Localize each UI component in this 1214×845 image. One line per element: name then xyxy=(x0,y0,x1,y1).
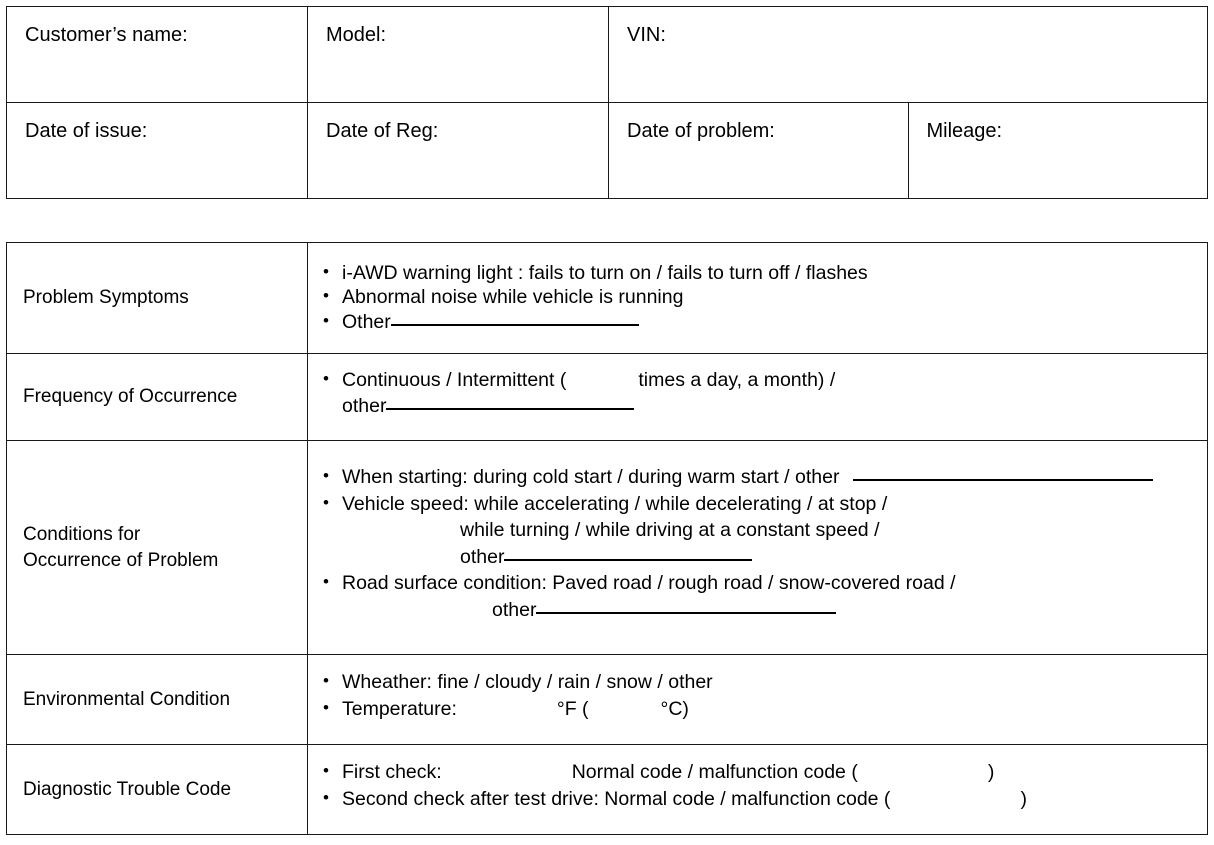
list-item[interactable]: When starting: during cold start / durin… xyxy=(322,466,1207,488)
vin-label: VIN: xyxy=(627,24,666,46)
cell-problem-symptoms-title: Problem Symptoms xyxy=(6,242,308,354)
option-text-cont: Normal code / malfunction code ( xyxy=(571,761,858,783)
date-of-issue-label: Date of issue: xyxy=(25,120,148,142)
table-row-problem-symptoms: Problem Symptoms i-AWD warning light : f… xyxy=(6,242,1208,354)
other-write-in-rule[interactable] xyxy=(853,479,1154,481)
date-of-reg-label: Date of Reg: xyxy=(326,120,439,142)
list-item[interactable]: Vehicle speed: while accelerating / whil… xyxy=(322,492,1207,515)
problem-symptoms-label: Problem Symptoms xyxy=(23,287,189,309)
option-text: First check: xyxy=(342,761,442,783)
cell-date-of-issue[interactable]: Date of issue: xyxy=(6,102,308,199)
option-text: Temperature: xyxy=(342,697,457,720)
environmental-label: Environmental Condition xyxy=(23,688,231,710)
list-item[interactable]: i-AWD warning light : fails to turn on /… xyxy=(322,261,1207,284)
option-text: other xyxy=(460,545,505,568)
cell-customer-name[interactable]: Customer’s name: xyxy=(6,6,308,103)
list-item[interactable]: other xyxy=(322,545,1207,568)
cell-conditions-title: Conditions for Occurrence of Problem xyxy=(6,440,308,655)
list-item[interactable]: Other xyxy=(322,310,1207,333)
list-item[interactable]: Temperature: °F ( °C) xyxy=(322,697,1207,720)
option-text-close-paren: ) xyxy=(987,761,995,783)
cell-conditions-body[interactable]: When starting: during cold start / durin… xyxy=(307,440,1208,655)
problem-symptoms-options: i-AWD warning light : fails to turn on /… xyxy=(308,254,1207,343)
option-text: Wheather: fine / cloudy / rain / snow / … xyxy=(342,671,713,693)
option-text: When starting: during cold start / durin… xyxy=(342,466,840,488)
cell-frequency-title: Frequency of Occurrence xyxy=(6,353,308,441)
option-text: other xyxy=(492,598,537,621)
option-text: Vehicle speed: while accelerating / whil… xyxy=(342,492,888,515)
cell-environmental-title: Environmental Condition xyxy=(6,654,308,745)
option-text: i-AWD warning light : fails to turn on /… xyxy=(342,261,868,284)
option-text: Other xyxy=(342,310,391,333)
table-row-environmental: Environmental Condition Wheather: fine /… xyxy=(6,654,1208,745)
environmental-options: Wheather: fine / cloudy / rain / snow / … xyxy=(308,663,1207,736)
list-item[interactable]: other xyxy=(322,598,1207,621)
cell-vin[interactable]: VIN: xyxy=(608,6,1208,103)
cell-model[interactable]: Model: xyxy=(307,6,609,103)
other-write-in-rule[interactable] xyxy=(386,408,635,410)
other-write-in-rule[interactable] xyxy=(390,323,639,326)
option-text-cont: times a day, a month) / xyxy=(638,368,836,391)
option-text: other xyxy=(342,395,387,417)
problem-detail-table: Problem Symptoms i-AWD warning light : f… xyxy=(6,242,1208,835)
list-item[interactable]: Road surface condition: Paved road / rou… xyxy=(322,572,1207,594)
dtc-label: Diagnostic Trouble Code xyxy=(23,778,232,800)
cell-mileage[interactable]: Mileage: xyxy=(907,102,1208,199)
table-row-frequency: Frequency of Occurrence Continuous / Int… xyxy=(6,353,1208,441)
frequency-label: Frequency of Occurrence xyxy=(23,386,238,408)
conditions-label: Conditions for Occurrence of Problem xyxy=(23,523,219,571)
option-text: Second check after test drive: Normal co… xyxy=(342,787,891,810)
cell-frequency-body[interactable]: Continuous / Intermittent ( times a day, … xyxy=(307,353,1208,441)
other-write-in-rule[interactable] xyxy=(504,558,753,561)
list-item[interactable]: Wheather: fine / cloudy / rain / snow / … xyxy=(322,671,1207,693)
table-row-conditions: Conditions for Occurrence of Problem Whe… xyxy=(6,440,1208,655)
option-text: Abnormal noise while vehicle is running xyxy=(342,286,684,309)
vehicle-info-table: Customer’s name: Model: VIN: Date of iss… xyxy=(6,6,1208,199)
cell-problem-symptoms-body[interactable]: i-AWD warning light : fails to turn on /… xyxy=(307,242,1208,354)
list-item[interactable]: Second check after test drive: Normal co… xyxy=(322,787,1207,810)
model-label: Model: xyxy=(326,24,387,46)
list-item[interactable]: while turning / while driving at a const… xyxy=(322,519,1207,541)
customer-name-label: Customer’s name: xyxy=(25,24,188,46)
cell-environmental-body[interactable]: Wheather: fine / cloudy / rain / snow / … xyxy=(307,654,1208,745)
list-item[interactable]: Abnormal noise while vehicle is running xyxy=(322,286,1207,309)
option-text-fahrenheit: °F ( xyxy=(556,697,589,720)
cell-date-of-reg[interactable]: Date of Reg: xyxy=(307,102,609,199)
option-text: Road surface condition: Paved road / rou… xyxy=(342,572,956,594)
dtc-options: First check: Normal code / malfunction co… xyxy=(308,753,1207,826)
conditions-options: When starting: during cold start / durin… xyxy=(308,458,1207,637)
date-of-problem-label: Date of problem: xyxy=(627,120,775,142)
option-text: while turning / while driving at a const… xyxy=(460,519,880,541)
frequency-options: Continuous / Intermittent ( times a day, … xyxy=(308,361,1207,434)
list-item[interactable]: First check: Normal code / malfunction co… xyxy=(322,761,1207,783)
option-text: Continuous / Intermittent ( xyxy=(342,368,567,391)
list-item[interactable]: Continuous / Intermittent ( times a day, … xyxy=(322,368,1207,391)
mileage-label: Mileage: xyxy=(926,120,1003,142)
table-row-dtc: Diagnostic Trouble Code First check: Norm… xyxy=(6,744,1208,835)
other-write-in-rule[interactable] xyxy=(536,611,837,614)
option-text-celsius: °C) xyxy=(660,697,689,720)
cell-dtc-body[interactable]: First check: Normal code / malfunction co… xyxy=(307,744,1208,835)
option-text-close-paren: ) xyxy=(1020,787,1027,810)
table-row: Date of issue: Date of Reg: Date of prob… xyxy=(6,102,1208,199)
list-item[interactable]: other xyxy=(322,395,1207,417)
table-row: Customer’s name: Model: VIN: xyxy=(6,6,1208,103)
cell-dtc-title: Diagnostic Trouble Code xyxy=(6,744,308,835)
cell-date-of-problem[interactable]: Date of problem: xyxy=(608,102,909,199)
